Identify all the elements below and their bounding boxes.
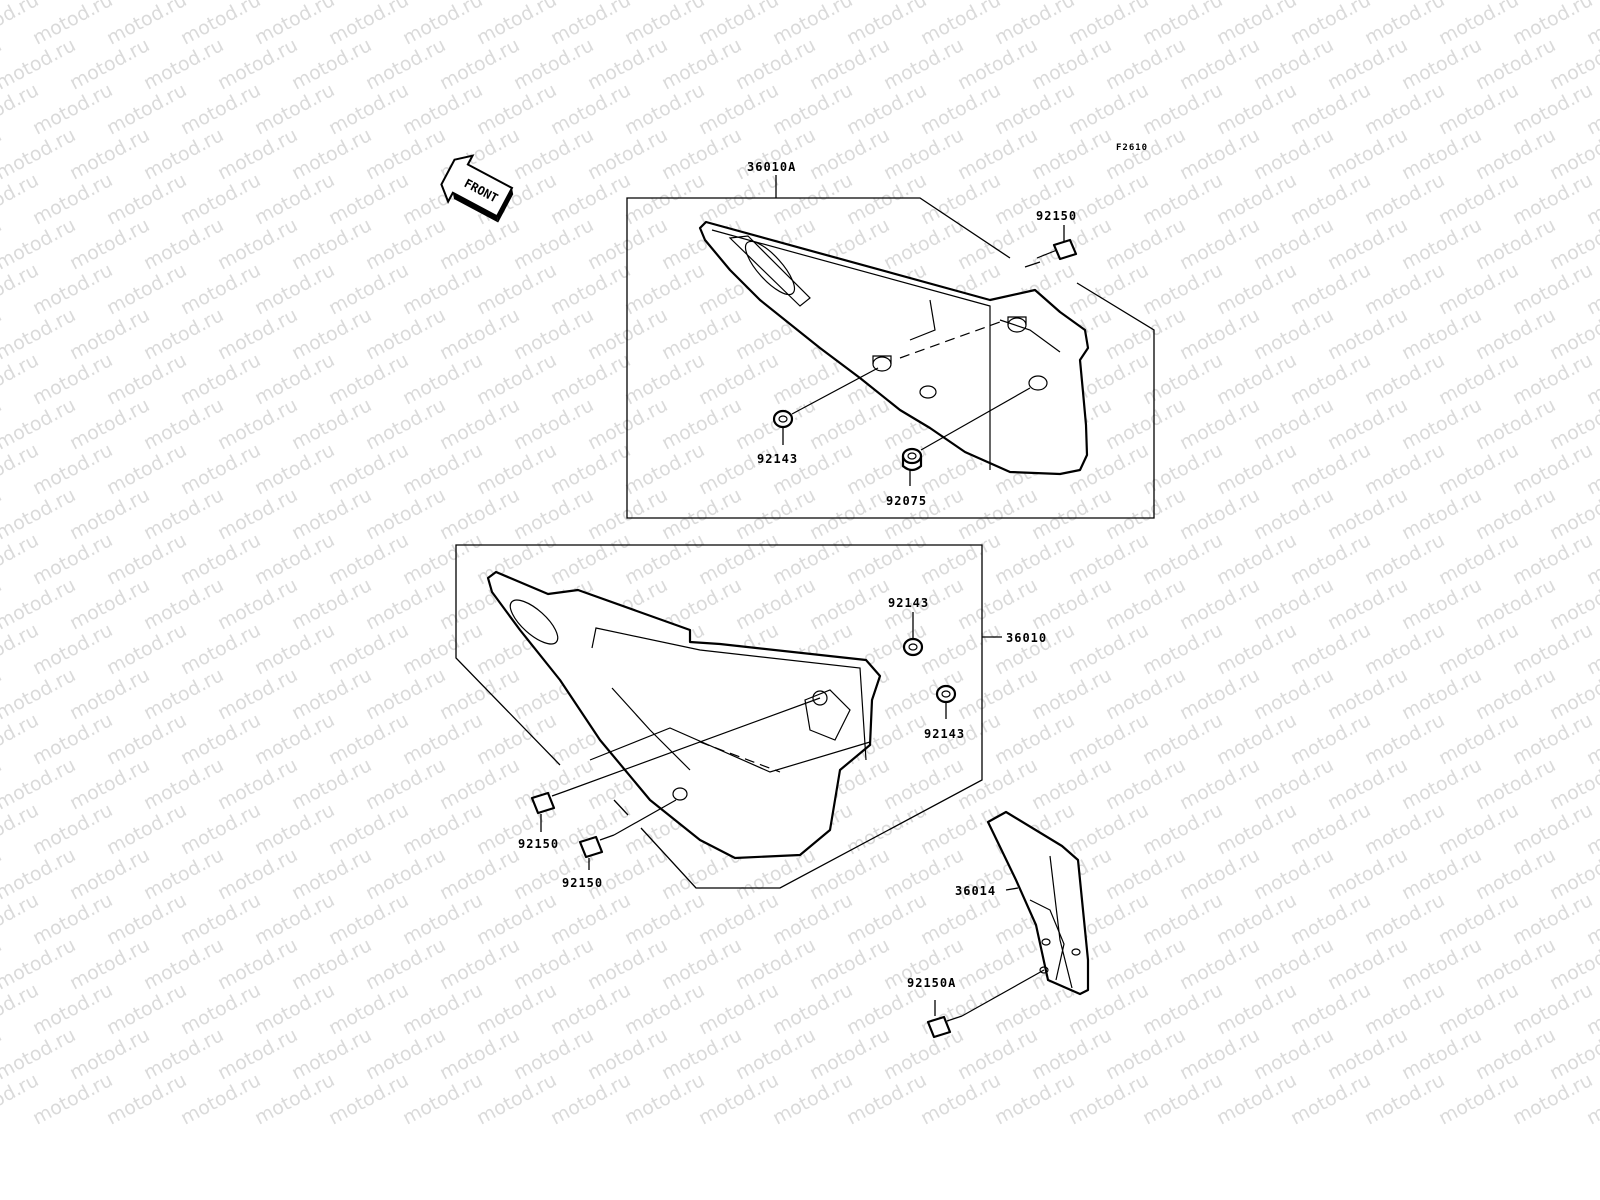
label-92150-b: 92150 — [562, 876, 603, 890]
collar-92075-icon — [901, 447, 923, 472]
label-92075: 92075 — [886, 494, 927, 508]
leader-36014 — [1005, 887, 1019, 891]
label-92143-a: 92143 — [888, 596, 929, 610]
grommet-92143-top-icon — [772, 409, 794, 429]
front-arrow-icon: FRONT — [440, 154, 514, 223]
bolt-92150-a-icon — [530, 790, 567, 815]
label-92150-a: 92150 — [518, 837, 559, 851]
label-92143-b: 92143 — [924, 727, 965, 741]
label-36010: 36010 — [1006, 631, 1047, 645]
label-92150a: 92150A — [907, 976, 956, 990]
assembly-36010: 36010 92143 92143 92150 — [455, 544, 1047, 890]
assembly-frame-top — [626, 197, 1155, 519]
assembly-frame-bottom — [455, 544, 983, 889]
bolt-92150-b-icon — [578, 834, 615, 859]
side-cover-36010 — [486, 570, 882, 860]
bolt-92150a-icon — [926, 1015, 963, 1039]
figure-code: F2610 — [1116, 143, 1148, 153]
bracket-36014: 36014 92150A — [907, 810, 1090, 1039]
grommet-92143-b-icon — [935, 684, 957, 704]
watermark-layer: motod.rumotod.rumotod.rumotod.rumotod.ru… — [0, 0, 1600, 1129]
label-36014: 36014 — [955, 884, 996, 898]
label-92150-top: 92150 — [1036, 209, 1077, 223]
bolt-92150-top-icon — [1024, 238, 1078, 268]
label-92143-top: 92143 — [757, 452, 798, 466]
label-36010a: 36010A — [747, 160, 796, 174]
grommet-92143-a-icon — [902, 637, 924, 657]
grommet-holes-top — [872, 316, 1048, 399]
assembly-36010a: 36010A 92150 92143 — [626, 160, 1155, 519]
